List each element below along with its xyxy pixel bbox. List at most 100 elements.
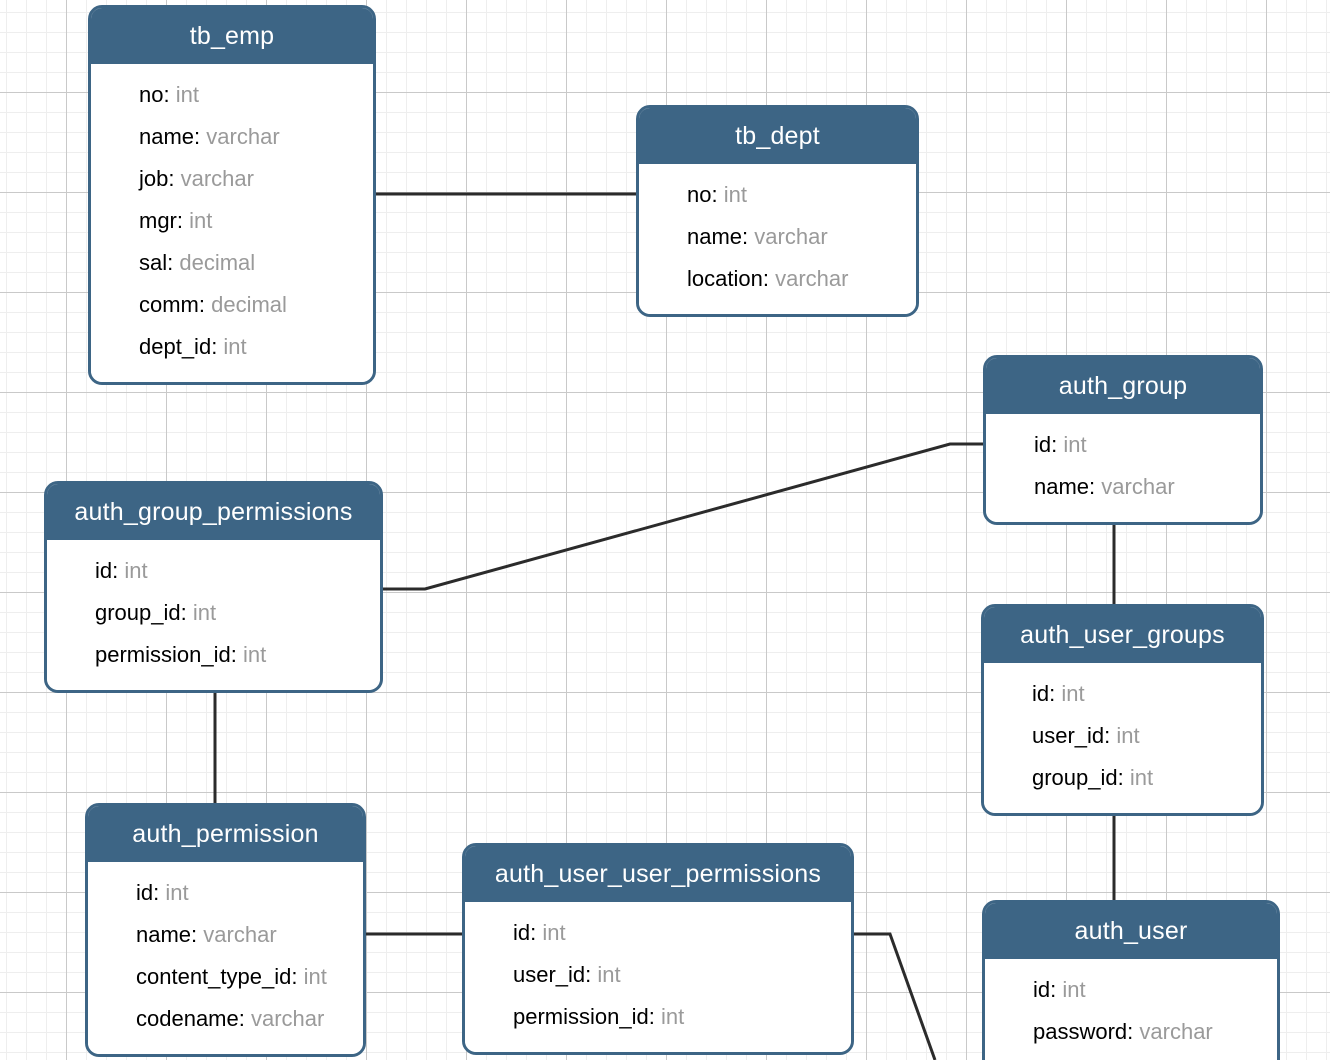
field-separator: :: [230, 642, 243, 667]
field-name: group_id: [95, 600, 181, 625]
field-name: content_type_id: [136, 964, 292, 989]
field-separator: :: [1127, 1019, 1140, 1044]
field-row: comm: decimal: [91, 284, 373, 326]
field-type: int: [192, 600, 217, 625]
field-row: id: int: [47, 550, 380, 592]
field-type: decimal: [211, 292, 287, 317]
field-name: password: [1033, 1019, 1128, 1044]
field-separator: :: [1050, 977, 1063, 1002]
field-type: varchar: [775, 266, 849, 291]
field-type: int: [597, 962, 621, 987]
field-type: int: [1061, 681, 1085, 706]
field-separator: :: [194, 124, 207, 149]
field-name: name: [136, 922, 192, 947]
field-separator: :: [163, 82, 176, 107]
field-separator: :: [711, 182, 724, 207]
field-type: varchar: [754, 224, 828, 249]
field-name: permission_id: [95, 642, 231, 667]
field-type: int: [542, 920, 566, 945]
field-type: int: [1063, 432, 1087, 457]
field-name: sal: [139, 250, 168, 275]
field-name: id: [513, 920, 531, 945]
relationship-userperm-user: [854, 932, 937, 1060]
field-separator: :: [1104, 723, 1117, 748]
field-type: int: [223, 334, 247, 359]
field-separator: :: [530, 920, 543, 945]
field-name: id: [136, 880, 154, 905]
field-type: int: [165, 880, 189, 905]
field-separator: :: [648, 1004, 661, 1029]
field-type: int: [175, 82, 199, 107]
field-row: id: int: [984, 673, 1261, 715]
field-row: name: varchar: [639, 216, 916, 258]
field-type: varchar: [250, 1006, 325, 1031]
relationship-groupperm-group: [383, 442, 983, 591]
field-type: int: [660, 1004, 685, 1029]
field-separator: :: [198, 292, 212, 317]
field-type: int: [1129, 765, 1154, 790]
field-row: permission_id: int: [465, 996, 851, 1038]
field-separator: :: [1051, 432, 1064, 457]
field-row: content_type_id: int: [88, 956, 363, 998]
field-type: int: [1116, 723, 1140, 748]
field-type: int: [124, 558, 148, 583]
entity-title-auth_group_permissions: auth_group_permissions: [47, 484, 380, 540]
entity-title-auth_user_groups: auth_user_groups: [984, 607, 1261, 663]
field-row: id: int: [985, 969, 1277, 1011]
field-row: name: varchar: [986, 466, 1260, 508]
field-type: int: [242, 642, 267, 667]
field-name: id: [1033, 977, 1051, 1002]
field-row: codename: varchar: [88, 998, 363, 1040]
entity-title-tb_emp: tb_emp: [91, 8, 373, 64]
field-row: user_id: int: [984, 715, 1261, 757]
entity-title-auth_user: auth_user: [985, 903, 1277, 959]
field-row: name: varchar: [91, 116, 373, 158]
field-row: id: int: [986, 424, 1260, 466]
field-name: user_id: [513, 962, 586, 987]
field-separator: :: [585, 962, 598, 987]
field-name: name: [687, 224, 743, 249]
field-name: no: [687, 182, 712, 207]
field-name: permission_id: [513, 1004, 649, 1029]
field-separator: :: [167, 250, 180, 275]
field-separator: :: [211, 334, 224, 359]
field-row: group_id: int: [984, 757, 1261, 799]
field-name: mgr: [139, 208, 177, 233]
field-name: id: [95, 558, 113, 583]
entity-title-auth_permission: auth_permission: [88, 806, 363, 862]
field-name: user_id: [1032, 723, 1105, 748]
field-type: varchar: [180, 166, 254, 191]
field-name: no: [139, 82, 164, 107]
field-name: id: [1032, 681, 1050, 706]
field-row: sal: decimal: [91, 242, 373, 284]
field-separator: :: [176, 208, 190, 233]
field-separator: :: [1049, 681, 1062, 706]
field-row: no: int: [91, 74, 373, 116]
field-name: dept_id: [139, 334, 212, 359]
field-row: id: int: [465, 912, 851, 954]
field-row: name: varchar: [88, 914, 363, 956]
field-name: id: [1034, 432, 1052, 457]
field-row: user_id: int: [465, 954, 851, 996]
field-separator: :: [180, 600, 193, 625]
field-separator: :: [1117, 765, 1130, 790]
entity-title-auth_user_user_permissions: auth_user_user_permissions: [465, 846, 851, 902]
field-separator: :: [112, 558, 125, 583]
field-row: group_id: int: [47, 592, 380, 634]
field-name: group_id: [1032, 765, 1118, 790]
field-type: int: [303, 964, 327, 989]
